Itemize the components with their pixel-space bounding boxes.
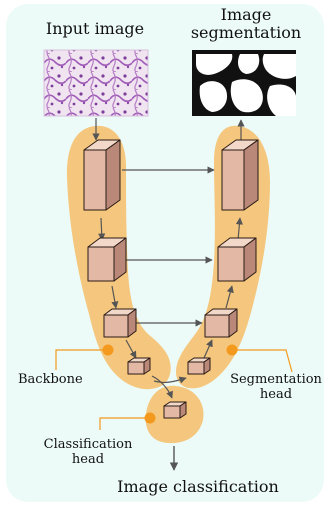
segmentation-mask-thumbnail [192, 50, 296, 116]
image-classification-label: Image classification [98, 478, 298, 496]
segmentation-head-line2: head [224, 388, 328, 403]
input-image-label: Input image [40, 20, 150, 38]
segmentation-head-label: Segmentation head [224, 373, 328, 403]
backbone-block-3 [104, 309, 136, 337]
classification-head-line2: head [36, 453, 140, 468]
segmentation-title-label: Image segmentation [188, 6, 304, 43]
backbone-label: Backbone [18, 373, 83, 388]
classification-head-line1: Classification [36, 438, 140, 453]
classification-head-label: Classification head [36, 438, 140, 468]
segmentation-block-4 [188, 358, 210, 374]
segmentation-block-2 [218, 238, 256, 281]
backbone-block-4 [128, 358, 150, 374]
segmentation-block-3 [205, 309, 237, 337]
backbone-block-2 [88, 238, 126, 281]
classification-block [164, 402, 186, 418]
input-image-thumbnail [44, 50, 148, 116]
backbone-block-1 [84, 140, 120, 210]
segmentation-title-line1: Image [188, 6, 304, 24]
segmentation-block-1 [222, 140, 258, 210]
segmentation-head-callout [227, 345, 293, 373]
segmentation-title-line2: segmentation [188, 24, 304, 42]
segmentation-head-line1: Segmentation [224, 373, 328, 388]
